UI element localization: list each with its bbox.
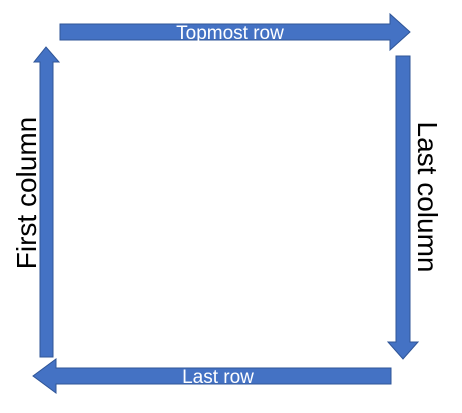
left-arrow-label: First column [11,117,42,269]
top-arrow [59,12,411,52]
bottom-arrow [32,358,392,394]
left-arrow [32,46,61,358]
bottom-arrow-label: Last row [182,367,254,388]
right-arrow-label: Last column [412,122,443,273]
top-arrow-label: Topmost row [176,23,284,44]
right-arrow [386,55,420,360]
